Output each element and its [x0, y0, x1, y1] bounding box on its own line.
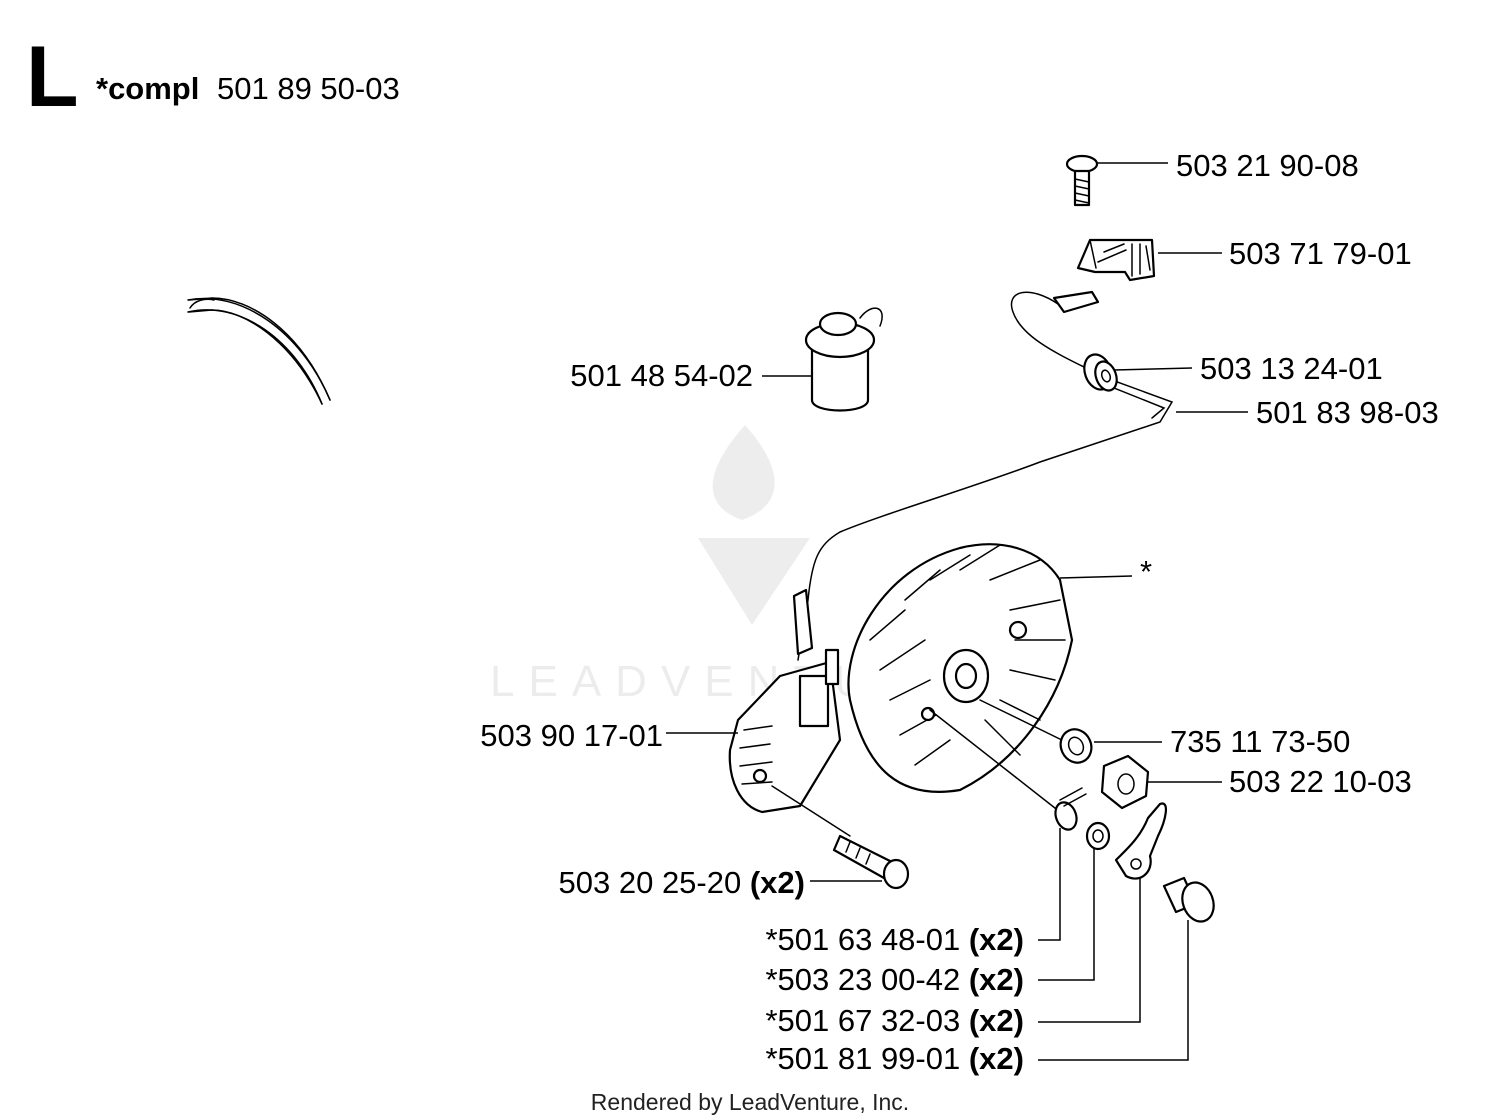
washer-part: [979, 699, 1093, 764]
spark-boot-part: [804, 307, 883, 412]
callout-nut: 503 22 10-03: [1229, 764, 1412, 799]
callout-pawl-qty: (x2): [969, 1003, 1024, 1038]
compl-number: 501 89 50-03: [217, 71, 400, 106]
small-washer-part: [1085, 821, 1111, 851]
footer-credit: Rendered by LeadVenture, Inc.: [591, 1089, 909, 1115]
ignition-module-part: [728, 588, 842, 814]
stop-wire-part: [797, 290, 1174, 661]
callout-pawl-pin: *501 81 99-01: [765, 1041, 960, 1076]
pawl-part: [1114, 802, 1167, 880]
callout-washer: 735 11 73-50: [1170, 724, 1350, 759]
section-letter: L: [26, 29, 79, 125]
callout-module-screw-qty: (x2): [750, 865, 805, 900]
switch-part: [1076, 238, 1156, 282]
callout-spring: *501 63 48-01: [765, 922, 960, 957]
grommet-part: [1083, 353, 1118, 392]
callout-small-washer-qty: (x2): [969, 962, 1024, 997]
callout-flywheel: *: [1140, 554, 1152, 589]
callout-module-screw-line: 503 20 25-20 (x2): [559, 865, 805, 900]
callout-spring-line: *501 63 48-01 (x2): [765, 922, 1024, 957]
compl-prefix: *compl: [96, 71, 199, 106]
callout-small-washer-line: *503 23 00-42 (x2): [765, 962, 1024, 997]
callout-spark-boot: 501 48 54-02: [570, 358, 753, 393]
flywheel-part: [847, 543, 1074, 793]
spring-part: [929, 709, 1087, 831]
callout-small-washer: *503 23 00-42: [765, 962, 960, 997]
callout-grommet: 503 13 24-01: [1200, 351, 1383, 386]
callout-pawl-line: *501 67 32-03 (x2): [765, 1003, 1024, 1038]
callout-pawl-pin-qty: (x2): [969, 1041, 1024, 1076]
callout-switch: 503 71 79-01: [1229, 236, 1412, 271]
screw-top-part: [1065, 154, 1099, 207]
callout-spring-qty: (x2): [969, 922, 1024, 957]
callout-wire-lead: 501 83 98-03: [1256, 395, 1439, 430]
module-screw-part: [771, 785, 910, 890]
nut-part: [1100, 754, 1150, 810]
callout-pawl-pin-line: *501 81 99-01 (x2): [765, 1041, 1024, 1076]
callout-ignition-module: 503 90 17-01: [480, 718, 663, 753]
ht-lead-part: [187, 297, 331, 405]
callout-screw-top: 503 21 90-08: [1176, 148, 1359, 183]
callout-module-screw: 503 20 25-20: [559, 865, 742, 900]
callout-pawl: *501 67 32-03: [765, 1003, 960, 1038]
leader-lines: [666, 162, 1248, 1061]
pawl-pin-part: [1162, 876, 1215, 923]
